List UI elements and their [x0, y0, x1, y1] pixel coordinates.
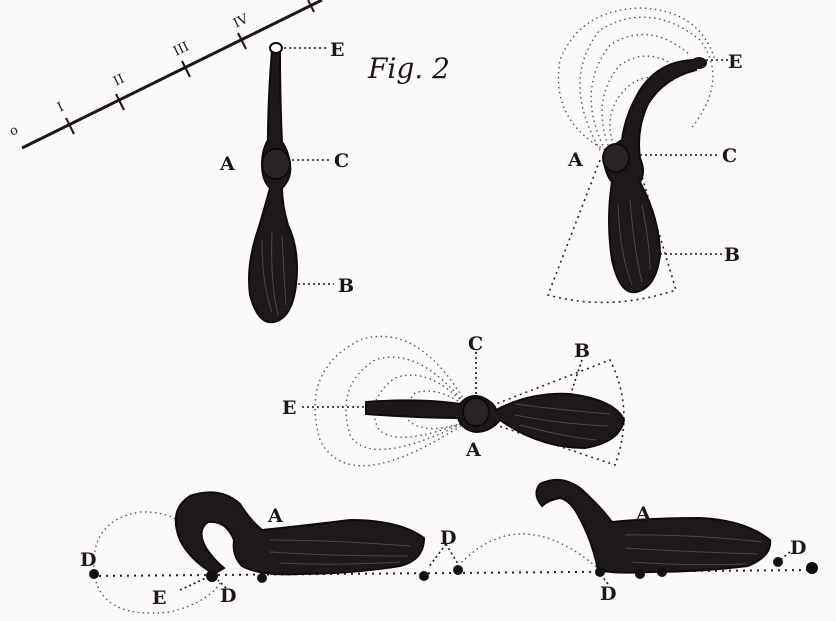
- central-knob: [262, 149, 290, 179]
- scale-tick-4: IV: [231, 11, 251, 31]
- label-e: E: [728, 51, 742, 73]
- step-arc: [458, 534, 600, 570]
- label-e: E: [282, 397, 296, 419]
- figure-looping-polyp-left: A D D E: [80, 492, 463, 613]
- label-a: A: [219, 153, 235, 175]
- scale-tick-0: o: [7, 123, 21, 140]
- label-c: C: [468, 333, 483, 355]
- scale-tick-3: III: [171, 39, 191, 59]
- label-b: B: [574, 340, 590, 362]
- label-e: E: [330, 39, 344, 61]
- label-d-left: D: [80, 549, 96, 571]
- figure-crawling-polyp-right: A D D D: [440, 480, 818, 605]
- label-d-right: D: [790, 537, 806, 559]
- label-d-bottom: D: [600, 583, 616, 605]
- polyp-body: [536, 480, 770, 573]
- scale-tick-2: II: [111, 72, 127, 90]
- label-a: A: [267, 505, 283, 527]
- label-c: C: [334, 150, 349, 172]
- figure-bent-polyp: E A C B: [548, 8, 742, 302]
- figure-title: Fig. 2: [367, 52, 450, 85]
- label-a: A: [567, 149, 583, 171]
- label-b: B: [338, 275, 354, 297]
- label-d-bottom: D: [220, 585, 236, 607]
- label-a: A: [635, 503, 651, 525]
- label-c: C: [722, 145, 737, 167]
- label-d-middle: D: [440, 527, 456, 549]
- label-a: A: [465, 439, 481, 461]
- head-tip: [270, 43, 282, 53]
- figure-upright-polyp: E A C B: [219, 39, 354, 322]
- figure-horizontal-polyp: C B E A: [282, 333, 624, 466]
- scale-tick-1: I: [55, 100, 66, 116]
- polyp-body: [366, 394, 624, 448]
- label-b: B: [724, 244, 740, 266]
- polyp-body: [176, 492, 424, 574]
- label-e: E: [152, 587, 166, 609]
